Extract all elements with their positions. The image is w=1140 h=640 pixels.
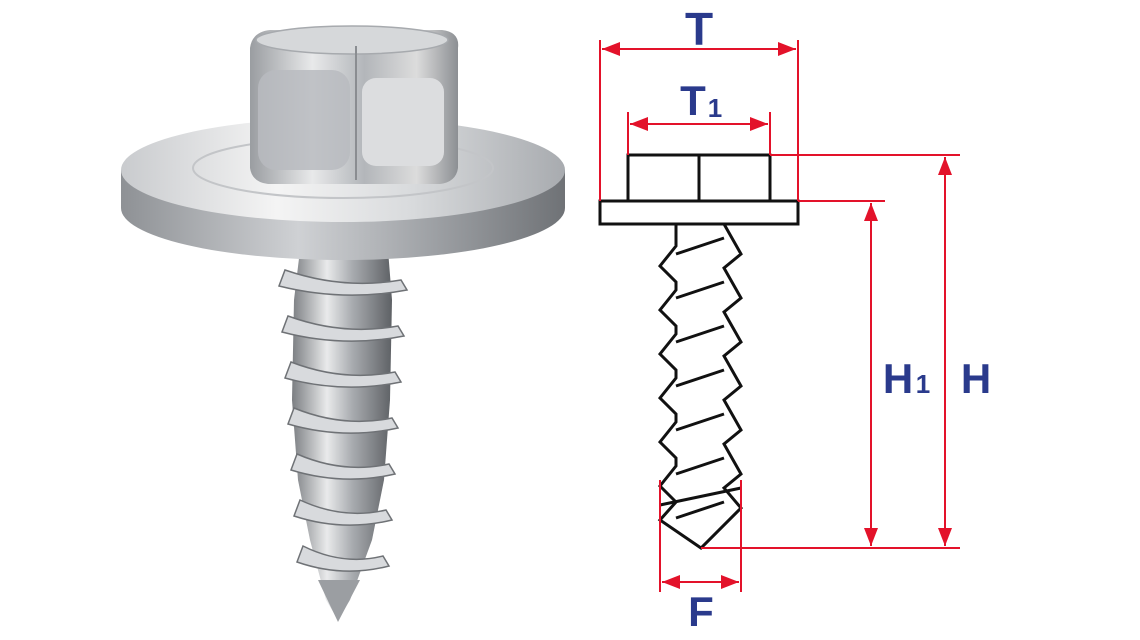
thread-ridges [278, 269, 409, 572]
arrowhead [662, 575, 680, 589]
thread-line [675, 280, 725, 300]
arrowhead [864, 203, 878, 221]
thread-line [675, 500, 725, 520]
label-h1: H 1 [883, 355, 930, 402]
label-h: H [961, 355, 991, 402]
thread-ridge [281, 315, 406, 342]
hex-face-left [258, 70, 350, 170]
arrowhead [938, 157, 952, 175]
thread-line [675, 368, 725, 388]
label-t: T [685, 3, 713, 55]
label-t1: T 1 [680, 77, 722, 124]
arrowhead [864, 528, 878, 546]
thread-line [659, 486, 742, 507]
arrowhead [630, 117, 648, 131]
thread-ridge [296, 544, 391, 572]
thread-ridge [284, 361, 403, 388]
arrowhead [602, 42, 620, 56]
drawing-washer [598, 199, 800, 226]
arrowhead [938, 528, 952, 546]
label-h1-main: H [883, 355, 913, 402]
screw-tip [318, 580, 360, 622]
thread-shank [292, 250, 392, 620]
thread-line [675, 412, 725, 432]
dimension-lines [599, 40, 960, 592]
arrowhead [750, 117, 768, 131]
thread-ridge [290, 452, 397, 480]
arrowhead [778, 42, 796, 56]
drawing-thread [657, 222, 744, 550]
thread-ridge [287, 407, 400, 434]
hex-face-right [362, 78, 444, 166]
label-t1-sub: 1 [708, 93, 722, 123]
screw-drawing [598, 153, 800, 550]
label-h1-sub: 1 [916, 369, 930, 399]
drawing-thread-lines [659, 236, 742, 520]
hex-head-top [255, 25, 449, 55]
thread-line [675, 456, 725, 476]
thread-line [675, 236, 725, 256]
arrowhead [721, 575, 739, 589]
label-f: F [688, 588, 714, 635]
thread-line [675, 324, 725, 344]
screw-photo [121, 25, 565, 622]
label-t1-main: T [680, 77, 706, 124]
thread-ridge [278, 269, 409, 296]
thread-ridge [293, 498, 394, 526]
